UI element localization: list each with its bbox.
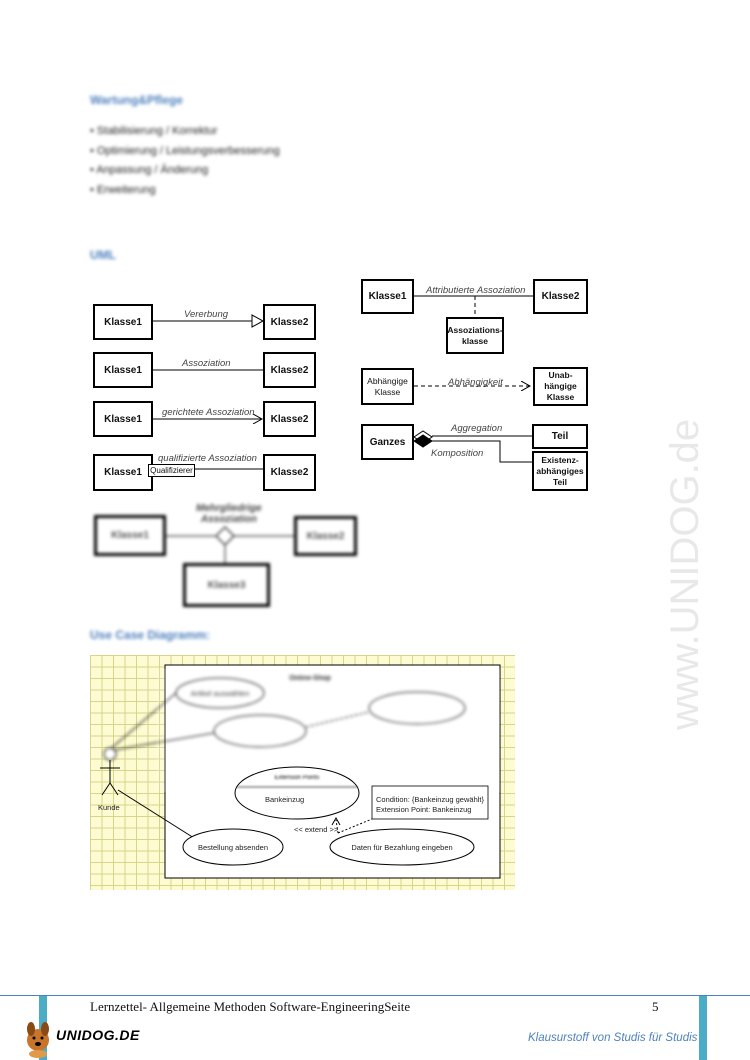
existence-dependent-part-box: Existenz- abhängiges Teil: [532, 451, 588, 491]
page-number: 5: [652, 999, 659, 1014]
usecase-label: Daten für Bezahlung eingeben: [351, 843, 452, 852]
aggregation-label: Aggregation: [451, 423, 503, 434]
uml-class-box: Klasse2: [263, 352, 316, 388]
actor-association-line: [117, 789, 195, 839]
usecase-label: Bestellung absenden: [198, 843, 268, 852]
usecase-ellipse: [182, 828, 284, 866]
nary-diamond: [214, 525, 236, 547]
extension-points-label: Extension Points: [275, 775, 320, 781]
dependent-class-box: Abhängige Klasse: [361, 368, 414, 405]
inheritance-label: Vererbung: [184, 309, 229, 320]
composition-label: Komposition: [431, 448, 484, 459]
list-item: Erweiterung: [90, 181, 280, 201]
usecase-label: Bankeinzug: [265, 795, 304, 804]
uml-class-box: Klasse1: [361, 279, 414, 314]
nary-association-label: Mehrgliedrige Assoziation: [196, 503, 262, 525]
unidog-logo: UNIDOG.DE: [56, 1027, 140, 1043]
uml-class-box: Klasse1: [93, 401, 153, 437]
uml-class-box: Klasse1: [94, 515, 166, 556]
directed-association-label: gerichtete Assoziation: [162, 407, 255, 418]
extend-label: << extend >>: [294, 825, 339, 834]
qualifier-box: Qualifizierer: [148, 464, 195, 477]
footer-bar-right: [699, 996, 707, 1060]
note-line: Extension Point: Bankeinzug: [376, 805, 471, 814]
uml-class-box: Klasse2: [263, 454, 316, 491]
inheritance-arrowhead: [251, 314, 265, 328]
independent-class-box: Unab- hängige Klasse: [533, 367, 588, 406]
list-item: Stabilisierung / Korrektur: [90, 122, 280, 142]
usecase-blurred-area: Online-Shop Artikel auswählen: [103, 675, 466, 761]
dog-logo-icon: [27, 1022, 49, 1058]
uml-class-box: Klasse1: [93, 304, 153, 340]
section-heading-wartung: Wartung&Pflege: [90, 93, 183, 107]
uml-class-box: Klasse1: [93, 352, 153, 388]
dependency-label: Abhängigkeit: [448, 377, 503, 388]
association-label: Assoziation: [182, 358, 231, 369]
section-heading-usecase: Use Case Diagramm:: [90, 628, 211, 642]
extension-note: [371, 785, 489, 820]
uml-class-box: Klasse3: [183, 563, 270, 607]
usecase-ellipse: [368, 691, 466, 725]
uml-class-box: Klasse2: [533, 279, 588, 314]
composition-line: [432, 440, 532, 463]
uml-class-box: Klasse2: [294, 516, 357, 556]
watermark-text: www.UNIDOG.de: [663, 419, 707, 731]
maintenance-list: Stabilisierung / Korrektur Optimierung /…: [90, 122, 280, 201]
whole-class-box: Ganzes: [361, 424, 414, 460]
usecase-ellipse: [329, 828, 475, 866]
note-line: Condition: {Bankeinzug gewählt}: [376, 795, 484, 804]
association-class-box: Assoziations- klasse: [446, 317, 504, 354]
footer-slogan: Klausurstoff von Studis für Studis: [528, 1032, 698, 1044]
system-title: Online-Shop: [289, 675, 331, 682]
section-heading-uml: UML: [90, 248, 116, 262]
uml-class-box: Klasse2: [263, 401, 316, 437]
watermark: www.UNIDOG.de: [663, 419, 707, 731]
usecase-label: Artikel auswählen: [191, 689, 250, 698]
usecase-ellipse-bankeinzug: [234, 766, 360, 820]
usecase-ellipse: [213, 714, 307, 748]
uml-class-box: Klasse2: [263, 304, 316, 340]
qualified-association-label: qualifizierte Assoziation: [158, 453, 257, 464]
actor-label: Kunde: [98, 803, 120, 812]
attributed-association-label: Attributierte Assoziation: [426, 285, 526, 296]
usecase-diagram: Online-Shop Artikel auswählen Extension …: [98, 664, 501, 879]
list-item: Optimierung / Leistungsverbesserung: [90, 142, 280, 162]
part-class-box: Teil: [532, 424, 588, 449]
footer-divider: [0, 995, 750, 996]
footer-title: Lernzettel- Allgemeine Methoden Software…: [90, 999, 411, 1014]
list-item: Anpassung / Änderung: [90, 161, 280, 181]
uml-class-box: Klasse1: [93, 454, 153, 491]
